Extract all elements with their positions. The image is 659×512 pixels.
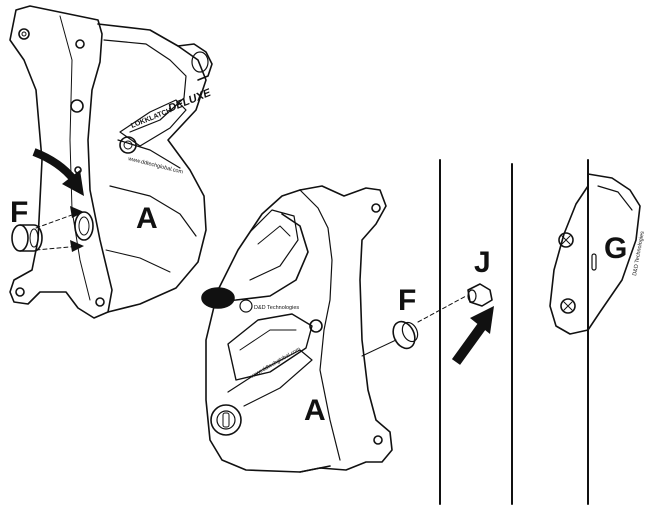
latch-center-illustration: D&D Technologies www.ddtechglobal.com (201, 185, 393, 473)
model-prefix-text: LOKKLATCH (130, 107, 173, 130)
callout-bush-left: F (10, 196, 28, 229)
svg-text:LOKKLATCH: LOKKLATCH (130, 107, 173, 130)
callout-bolt: J (474, 246, 491, 279)
latch-center-body (205, 189, 331, 473)
lever-knob (201, 287, 235, 309)
latch-center-mounting-plate (299, 185, 393, 473)
straight-arrow-icon (451, 306, 494, 365)
latch-left-mounting-plate (9, 5, 113, 319)
bolt-illustration (467, 283, 493, 307)
bush-left-illustration (11, 206, 84, 252)
callout-latch-left: A (136, 202, 158, 235)
bush-center-illustration (361, 295, 467, 357)
latch-left-illustration: LOKKLATCH DELUXE www.ddtechglobal.com (9, 5, 213, 319)
gate-post-lines (439, 159, 589, 505)
callout-keeper: G (604, 232, 627, 265)
keeper-illustration: D&D Technologies (549, 173, 646, 335)
model-suffix-text: DELUXE (167, 87, 213, 115)
keeper-screw-top (558, 232, 574, 248)
brand-text: D&D Technologies (254, 305, 299, 311)
callout-bush-center: F (398, 284, 416, 317)
keeper-screw-bottom (560, 298, 576, 314)
brand-text-keeper: D&D Technologies (632, 231, 646, 277)
callout-latch-center: A (304, 394, 326, 427)
latch-left-body (97, 23, 207, 313)
key-cylinder (210, 404, 242, 436)
curved-arrow-icon (32, 148, 84, 196)
